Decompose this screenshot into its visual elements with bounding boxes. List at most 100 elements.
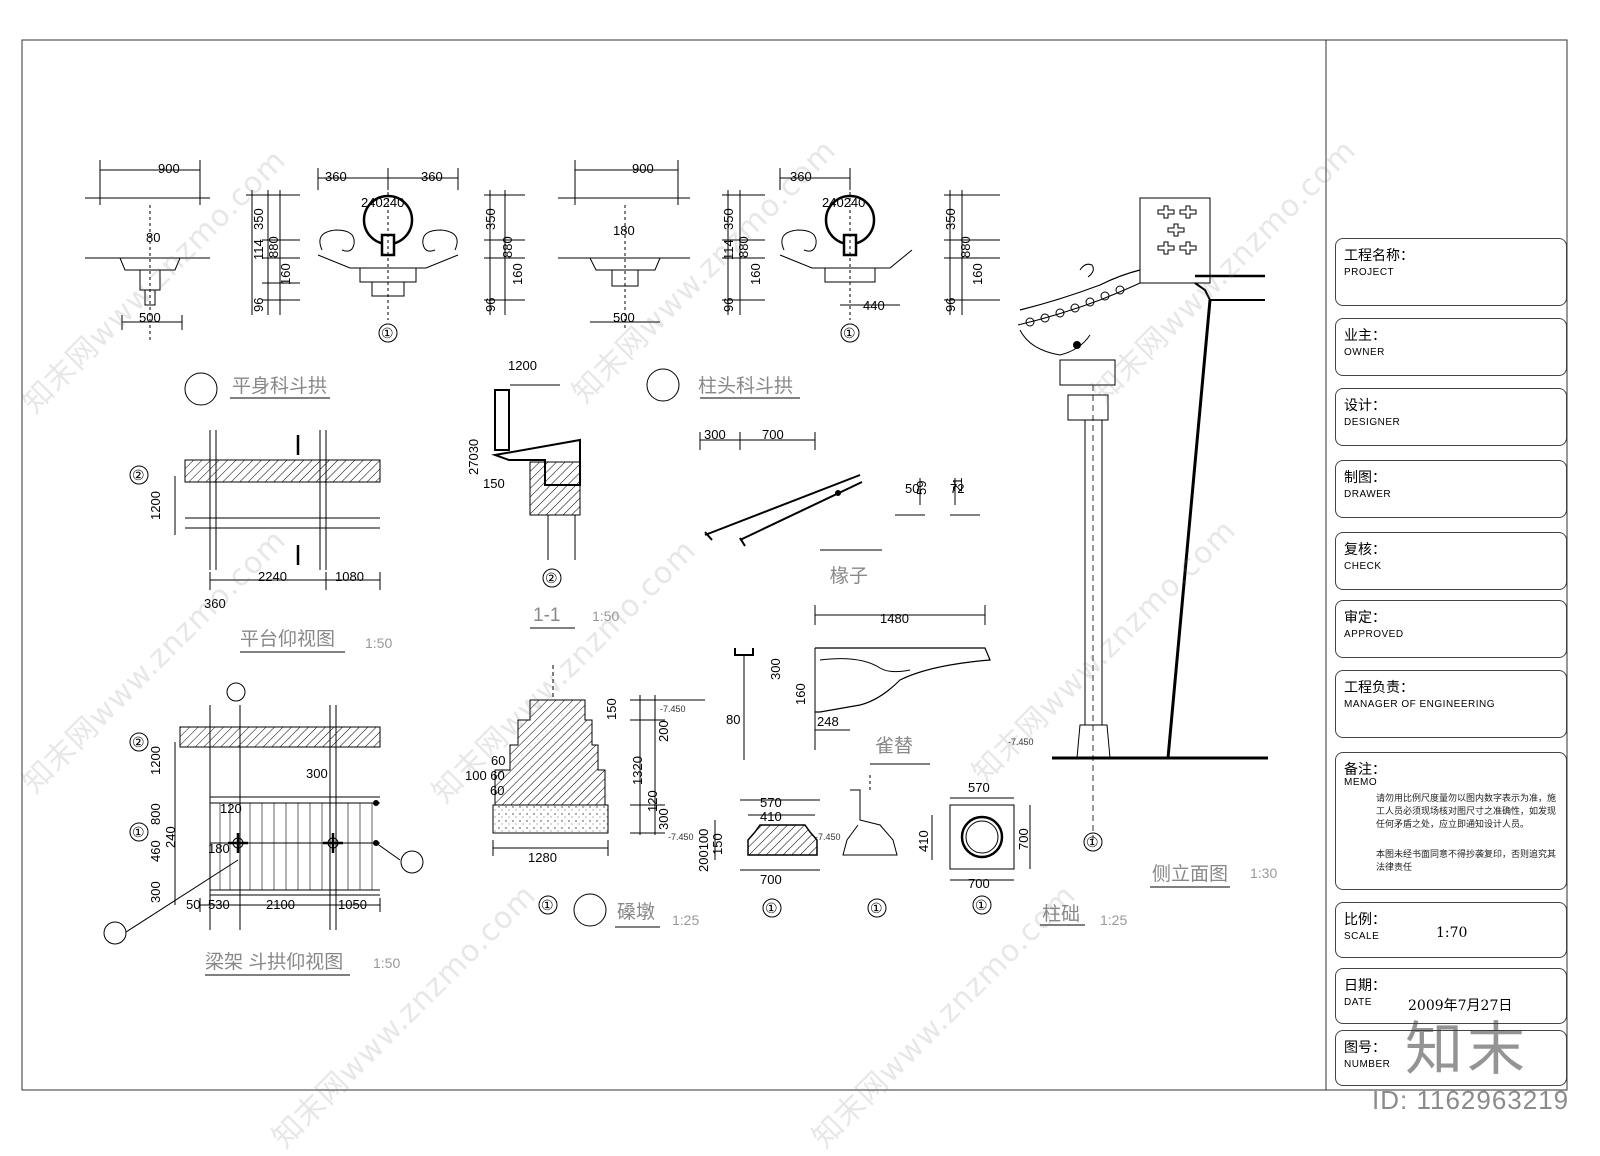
lj-120: 120 bbox=[220, 801, 242, 816]
dim-248: 248 bbox=[817, 714, 839, 729]
scale-label: 比例： bbox=[1344, 912, 1386, 928]
col-700: 700 bbox=[968, 876, 990, 891]
title-beam: 梁架 斗拱仰视图 bbox=[205, 951, 343, 973]
dim-50: 50 bbox=[905, 481, 919, 496]
mark-1-h: ① bbox=[1086, 834, 1099, 850]
title-zhuchu: 柱础 bbox=[1042, 903, 1080, 925]
drawer-label-en: DRAWER bbox=[1344, 489, 1392, 500]
owner-label-en: OWNER bbox=[1344, 347, 1385, 358]
level-4: -7.450 bbox=[1008, 737, 1034, 747]
watermark-id: ID: 1162963219 bbox=[1372, 1085, 1570, 1115]
title-zhutou: 柱头科斗拱 bbox=[698, 375, 793, 397]
dim-300-b: 300 bbox=[768, 658, 783, 680]
drawing-sheet: 900 80 500 360 360 240240 900 180 500 36… bbox=[21, 39, 1568, 1091]
designer-label: 设计： bbox=[1344, 398, 1386, 414]
mark-1-a: ① bbox=[381, 325, 394, 341]
sd-300: 300 bbox=[656, 808, 671, 830]
approved-label-en: APPROVED bbox=[1344, 629, 1404, 640]
dim-360-a: 360 bbox=[325, 169, 347, 184]
dim-350-d: 350 bbox=[943, 208, 958, 230]
plat-360: 360 bbox=[204, 596, 226, 611]
memo-text-2: 本图未经书面同意不得抄袭复印，否则追究其法律责任 bbox=[1376, 850, 1557, 873]
level-2: -7.450 bbox=[668, 832, 694, 842]
dim-160-b: 160 bbox=[510, 263, 525, 285]
dim-1200: 1200 bbox=[508, 358, 537, 373]
title-block-drawer: 制图： DRAWER bbox=[1335, 460, 1567, 518]
dim-350-a: 350 bbox=[251, 208, 266, 230]
dim-440: 440 bbox=[863, 298, 885, 313]
dim-180: 180 bbox=[613, 223, 635, 238]
sd-60-b: 60 bbox=[490, 783, 504, 798]
drawer-label: 制图： bbox=[1344, 470, 1386, 486]
title-block-number: 图号： NUMBER bbox=[1335, 1030, 1567, 1086]
col-700-b: 700 bbox=[1016, 828, 1031, 850]
scale-beam: 1:50 bbox=[373, 955, 400, 971]
project-label-en: PROJECT bbox=[1344, 267, 1395, 278]
lj-300-b: 300 bbox=[148, 881, 163, 903]
dim-114-a: 114 bbox=[251, 239, 266, 260]
lj-300: 300 bbox=[306, 766, 328, 781]
dim-96-c: 96 bbox=[721, 298, 736, 312]
dim-360-b: 360 bbox=[421, 169, 443, 184]
owner-label: 业主： bbox=[1344, 328, 1386, 344]
plat-1200: 1200 bbox=[148, 491, 163, 520]
dim-27030: 27030 bbox=[466, 439, 481, 475]
mark-1-g: ① bbox=[975, 897, 988, 913]
lj-530: 530 bbox=[208, 897, 230, 912]
number-label: 图号： bbox=[1344, 1040, 1386, 1056]
lj-460: 460 bbox=[148, 840, 163, 862]
scale-sangdun: 1:25 bbox=[672, 912, 699, 928]
base-570: 570 bbox=[760, 795, 782, 810]
title-pingshen: 平身科斗拱 bbox=[232, 375, 327, 397]
date-label-en: DATE bbox=[1344, 997, 1372, 1008]
dim-160-e: 160 bbox=[793, 683, 808, 705]
sd-1320: 1320 bbox=[630, 756, 645, 785]
title-block-owner: 业主： OWNER bbox=[1335, 318, 1567, 376]
plat-1080: 1080 bbox=[335, 569, 364, 584]
dim-160-a: 160 bbox=[278, 263, 293, 285]
date-value: 2009年7月27日 bbox=[1408, 998, 1513, 1014]
lj-50: 50 bbox=[186, 897, 200, 912]
memo-label-en: MEMO bbox=[1344, 777, 1378, 788]
check-label-en: CHECK bbox=[1344, 561, 1382, 572]
lj-800: 800 bbox=[148, 803, 163, 825]
sd-100-60: 100 60 bbox=[465, 768, 505, 783]
scale-platform: 1:50 bbox=[365, 635, 392, 651]
plat-2240: 2240 bbox=[258, 569, 287, 584]
dim-96-d: 96 bbox=[943, 298, 958, 312]
lj-1200: 1200 bbox=[148, 746, 163, 775]
level-1: -7.450 bbox=[660, 704, 686, 714]
sd-200: 200 bbox=[656, 720, 671, 742]
title-block-manager: 工程负责： MANAGER OF ENGINEERING bbox=[1335, 670, 1567, 738]
title-block-check: 复核： CHECK bbox=[1335, 532, 1567, 590]
sd-1280: 1280 bbox=[528, 850, 557, 865]
mark-1-d: ① bbox=[541, 897, 554, 913]
lj-2100: 2100 bbox=[266, 897, 295, 912]
manager-label: 工程负责： bbox=[1344, 680, 1414, 696]
dim-700: 700 bbox=[762, 427, 784, 442]
cad-drawing: 900 80 500 360 360 240240 900 180 500 36… bbox=[21, 39, 1568, 1091]
dim-880-a: 880 bbox=[266, 236, 281, 258]
dim-880-c: 880 bbox=[736, 236, 751, 258]
dim-880-d: 880 bbox=[958, 236, 973, 258]
title-block-scale: 比例： SCALE 1:70 bbox=[1335, 902, 1567, 958]
title-block-approved: 审定： APPROVED bbox=[1335, 600, 1567, 658]
title-block-date: 日期： DATE 2009年7月27日 bbox=[1335, 968, 1567, 1024]
manager-label-en: MANAGER OF ENGINEERING bbox=[1344, 699, 1496, 710]
number-label-en: NUMBER bbox=[1344, 1059, 1391, 1070]
base-150: 150 bbox=[710, 833, 725, 855]
title-platform: 平台仰视图 bbox=[240, 628, 335, 650]
sd-120: 120 bbox=[645, 790, 660, 812]
dim-500-b: 500 bbox=[613, 310, 635, 325]
dim-350-c: 350 bbox=[721, 208, 736, 230]
scale-section: 1:50 bbox=[592, 608, 619, 624]
dim-240240-b: 240240 bbox=[822, 195, 865, 210]
dim-150: 150 bbox=[483, 476, 505, 491]
mark-1-c: ① bbox=[132, 824, 145, 840]
title-side-elevation: 侧立面图 bbox=[1152, 863, 1228, 885]
dim-880-b: 880 bbox=[500, 236, 515, 258]
lj-180: 180 bbox=[208, 841, 230, 856]
mark-2-b: ② bbox=[132, 467, 145, 483]
dim-96-b: 96 bbox=[483, 298, 498, 312]
memo-label: 备注： bbox=[1344, 762, 1386, 778]
